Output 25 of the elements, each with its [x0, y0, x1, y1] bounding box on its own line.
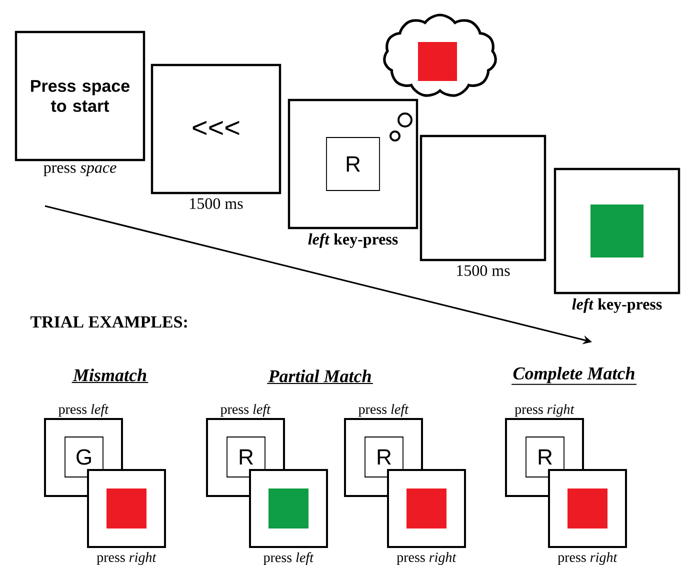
node-label: 1500 ms — [190, 198, 243, 209]
node-label: press left — [58, 404, 109, 417]
node-label: left key-press — [308, 233, 398, 248]
node-label: press left — [220, 404, 271, 417]
node-label: press right — [514, 404, 574, 417]
letter-box: R — [526, 436, 564, 478]
group-heading: Partial Match — [266, 370, 374, 384]
screen-box: Press space to start — [14, 30, 146, 162]
screen-box: <<< — [150, 64, 282, 194]
node-label: 1500 ms — [457, 265, 510, 276]
node-label: press left — [264, 552, 314, 565]
node-label: press right — [96, 552, 156, 565]
letter-box: R — [364, 436, 404, 478]
node-label: left key-press — [572, 298, 662, 313]
node-label: press left — [358, 404, 409, 417]
section-heading: TRIAL EXAMPLES: — [30, 316, 187, 328]
letter-box: R — [226, 436, 266, 478]
group-heading: Complete Match — [511, 366, 637, 385]
node-label: press right — [396, 552, 456, 565]
node-label: press space — [44, 165, 116, 176]
screen-box — [420, 134, 546, 262]
letter-box: G — [64, 436, 104, 478]
letter-box: R — [326, 137, 380, 191]
node-label: press right — [558, 552, 618, 565]
group-heading: Mismatch — [71, 368, 149, 384]
